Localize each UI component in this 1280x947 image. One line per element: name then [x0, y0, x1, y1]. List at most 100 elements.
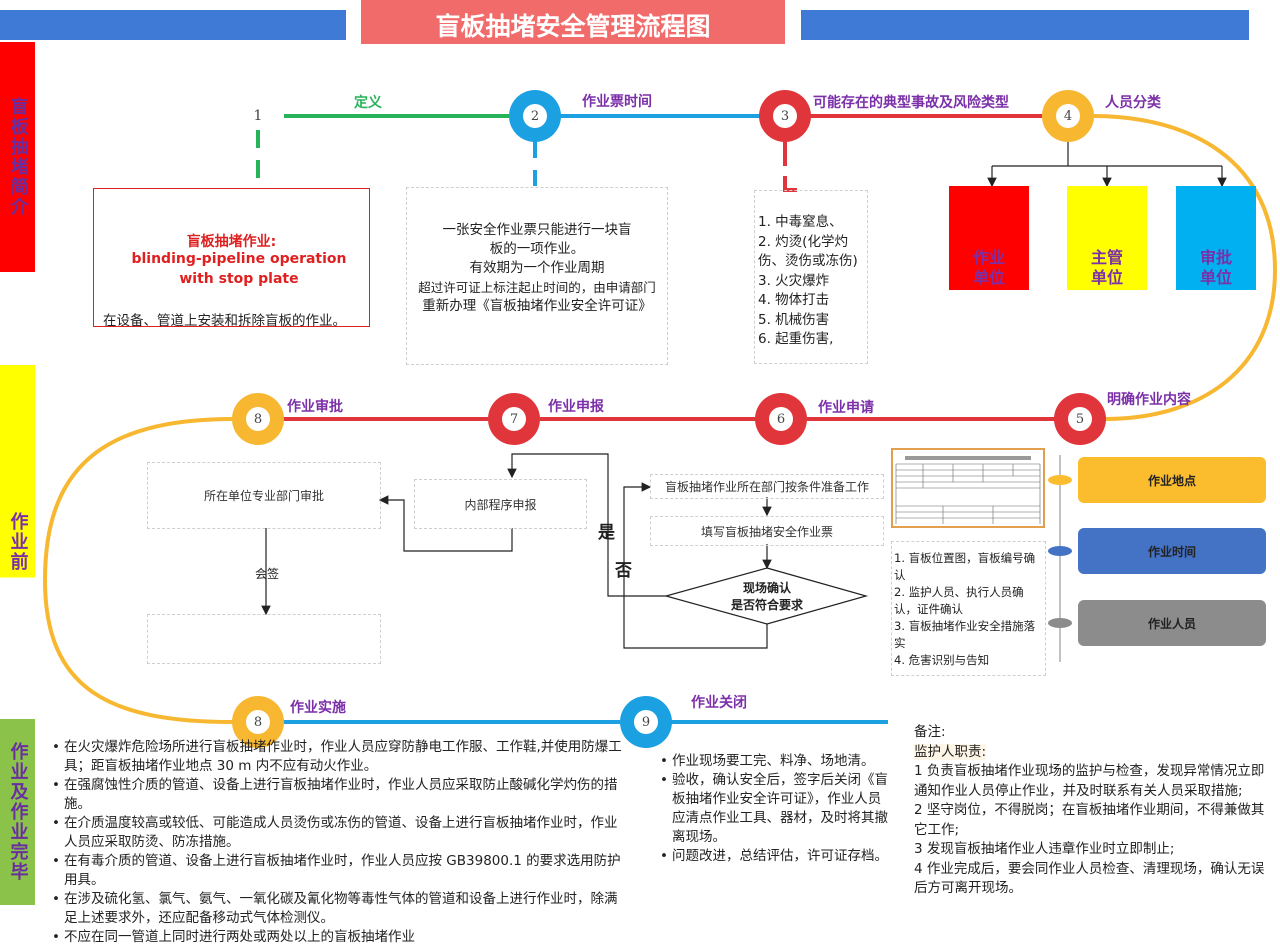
role-approving-line2: 单位 [1200, 268, 1232, 288]
checklist-item: 1. 盲板位置图，盲板编号确 [894, 550, 1035, 567]
countersign-result-box [147, 614, 381, 664]
step-6-number: 6 [769, 407, 793, 431]
implementation-item: 不应在同一管道上同时进行两处或两处以上的盲板抽堵作业 [52, 928, 624, 947]
step-1-marker: 1 [248, 106, 268, 126]
risks-box: 1. 中毒窒息、 2. 灼烫(化学灼 伤、烫伤或冻伤) 3. 火灾爆炸 4. 物… [754, 190, 868, 364]
notes-subhead-text: 监护人职责: [914, 744, 986, 760]
content-pill-location: 作业地点 [1078, 457, 1266, 503]
checklist-item: 认，证件确认 [894, 601, 1035, 618]
role-supervising-line2: 单位 [1091, 268, 1123, 288]
dept-review-box: 所在单位专业部门审批 [147, 462, 381, 529]
step-2-label: 作业票时间 [582, 91, 652, 111]
notes-item: 1 负责盲板抽堵作业现场的监护与检查，发现异常情况立即通知作业人员停止作业，并及… [914, 762, 1270, 801]
risk-item: 2. 灼烫(化学灼 [758, 233, 858, 253]
step-9-circle: 9 [620, 696, 672, 748]
step-1-label: 定义 [354, 92, 382, 112]
risk-item: 1. 中毒窒息、 [758, 213, 858, 233]
step-2-circle: 2 [509, 90, 561, 142]
risk-item: 3. 火灾爆炸 [758, 272, 858, 292]
site-confirm-decision: 现场确认 是否符合要求 [700, 580, 834, 614]
notes-item: 3 发现盲板抽堵作业人违章作业时立即制止; [914, 840, 1270, 860]
yes-label: 是 [598, 518, 615, 543]
implementation-item: 在火灾爆炸危险场所进行盲板抽堵作业时，作业人员应穿防静电工作服、工作鞋,并使用防… [52, 738, 624, 776]
checklist-list: 1. 盲板位置图，盲板编号确 认 2. 监护人员、执行人员确 认，证件确认 3.… [894, 550, 1035, 669]
role-approving-line1: 审批 [1200, 248, 1232, 268]
prepare-label: 盲板抽堵作业所在部门按条件准备工作 [665, 478, 869, 495]
step-8-circle: 8 [232, 393, 284, 445]
step-8b-number: 8 [246, 710, 270, 734]
countersign-label: 会签 [255, 565, 279, 582]
role-approving-unit: 审批单位 [1176, 186, 1256, 290]
content-pill-time: 作业时间 [1078, 528, 1266, 574]
permit-line: 一张安全作业票只能进行一块盲 [407, 221, 667, 240]
step-8b-label: 作业实施 [290, 697, 346, 717]
risk-item: 伤、烫伤或冻伤) [758, 252, 858, 272]
notes-panel: 备注: 监护人职责: 1 负责盲板抽堵作业现场的监护与检查，发现异常情况立即通知… [914, 723, 1270, 899]
notes-item: 2 坚守岗位，不得脱岗；在盲板抽堵作业期间，不得兼做其它工作; [914, 801, 1270, 840]
closing-item: 验收，确认安全后，签字后关闭《盲板抽堵作业安全许可证》，作业人员应清点作业工具、… [660, 771, 890, 847]
form-grid-icon [893, 450, 1043, 526]
definition-desc: 在设备、管道上安装和拆除盲板的作业。 [103, 309, 346, 329]
closing-item: 问题改进，总结评估，许可证存档。 [660, 847, 890, 866]
implementation-item: 在强腐蚀性介质的管道、设备上进行盲板抽堵作业时，作业人员应采取防止酸碱化学灼伤的… [52, 776, 624, 814]
fill-ticket-label: 填写盲板抽堵安全作业票 [701, 523, 833, 540]
fill-ticket-box: 填写盲板抽堵安全作业票 [650, 516, 884, 546]
implementation-item: 在介质温度较高或较低、可能造成人员烫伤或冻伤的管道、设备上进行盲板抽堵作业时，作… [52, 814, 624, 852]
step-3-label: 可能存在的典型事故及风险类型 [813, 92, 1009, 112]
content-pill-personnel: 作业人员 [1078, 600, 1266, 646]
step-5-number: 5 [1068, 407, 1092, 431]
permit-time-text: 一张安全作业票只能进行一块盲 板的一项作业。 有效期为一个作业周期 超过许可证上… [407, 221, 667, 316]
step-6-circle: 6 [755, 393, 807, 445]
permit-line: 有效期为一个作业周期 [407, 259, 667, 278]
definition-box: 盲板抽堵作业: blinding-pipeline operation with… [93, 188, 370, 327]
step-4-number: 4 [1056, 104, 1080, 128]
decision-line1: 现场确认 [700, 580, 834, 597]
step-3-number: 3 [773, 104, 797, 128]
checklist-box: 1. 盲板位置图，盲板编号确 认 2. 监护人员、执行人员确 认，证件确认 3.… [891, 541, 1046, 676]
permit-form-thumbnail [891, 448, 1045, 528]
step-9-number: 9 [634, 710, 658, 734]
step-1-number: 1 [254, 108, 263, 124]
pill-personnel-label: 作业人员 [1148, 615, 1196, 632]
implementation-list: 在火灾爆炸危险场所进行盲板抽堵作业时，作业人员应穿防静电工作服、工作鞋,并使用防… [52, 738, 624, 947]
checklist-item: 实 [894, 635, 1035, 652]
decision-line2: 是否符合要求 [700, 597, 834, 614]
risk-item: 4. 物体打击 [758, 291, 858, 311]
role-operating-line2: 单位 [973, 268, 1005, 288]
role-supervising-unit: 主管单位 [1067, 186, 1147, 290]
step-5-label: 明确作业内容 [1107, 389, 1191, 409]
permit-line: 板的一项作业。 [407, 240, 667, 259]
role-operating-unit: 作业单位 [949, 186, 1029, 290]
role-operating-line1: 作业 [973, 248, 1005, 268]
checklist-item: 2. 监护人员、执行人员确 [894, 584, 1035, 601]
closing-list: 作业现场要工完、料净、场地清。 验收，确认安全后，签字后关闭《盲板抽堵作业安全许… [660, 752, 890, 866]
step-7-label: 作业申报 [548, 396, 604, 416]
internal-report-label: 内部程序申报 [464, 496, 536, 513]
permit-time-box: 一张安全作业票只能进行一块盲 板的一项作业。 有效期为一个作业周期 超过许可证上… [406, 187, 668, 365]
prepare-box: 盲板抽堵作业所在部门按条件准备工作 [650, 474, 884, 499]
notes-subhead: 监护人职责: [914, 743, 1270, 763]
closing-item: 作业现场要工完、料净、场地清。 [660, 752, 890, 771]
no-label: 否 [615, 556, 632, 581]
implementation-item: 在涉及硫化氢、氯气、氨气、一氧化碳及氰化物等毒性气体的管道和设备上进行作业时，除… [52, 890, 624, 928]
definition-english: blinding-pipeline operation with stop pl… [114, 249, 364, 289]
step-8-number: 8 [246, 407, 270, 431]
permit-line: 超过许可证上标注起止时间的，由申请部门 [407, 278, 667, 297]
step-3-circle: 3 [759, 90, 811, 142]
notes-head: 备注: [914, 723, 1270, 743]
step-2-number: 2 [523, 104, 547, 128]
definition-title: 盲板抽堵作业: [94, 231, 369, 251]
checklist-item: 3. 盲板抽堵作业安全措施落 [894, 618, 1035, 635]
internal-report-box: 内部程序申报 [414, 479, 587, 529]
dept-review-label: 所在单位专业部门审批 [204, 487, 324, 504]
risks-list: 1. 中毒窒息、 2. 灼烫(化学灼 伤、烫伤或冻伤) 3. 火灾爆炸 4. 物… [758, 213, 858, 350]
step-5-circle: 5 [1054, 393, 1106, 445]
checklist-item: 4. 危害识别与告知 [894, 652, 1035, 669]
step-8-label: 作业审批 [287, 396, 343, 416]
step-4-label: 人员分类 [1105, 92, 1161, 112]
pill-time-label: 作业时间 [1148, 543, 1196, 560]
permit-line: 重新办理《盲板抽堵作业安全许可证》 [407, 297, 667, 316]
step-7-number: 7 [502, 407, 526, 431]
step-7-circle: 7 [488, 393, 540, 445]
step-4-circle: 4 [1042, 90, 1094, 142]
